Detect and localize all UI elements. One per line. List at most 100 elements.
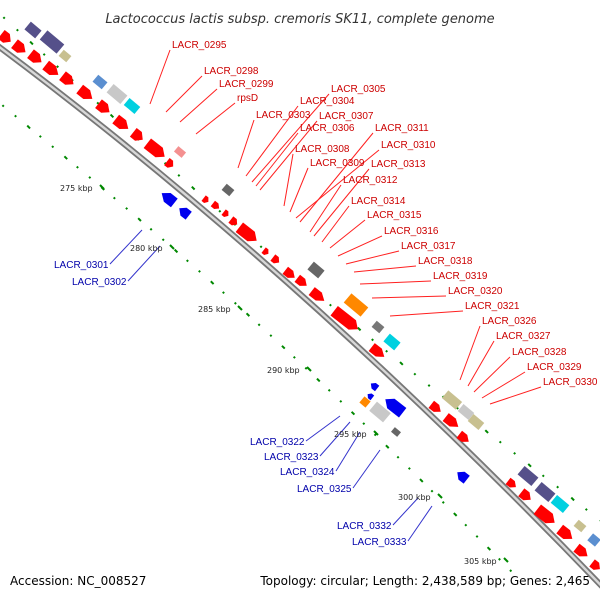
gc-dot — [385, 444, 390, 449]
scale-tick-mark — [437, 493, 443, 499]
forward-gene-arrow — [573, 543, 588, 557]
leader-line — [165, 75, 203, 113]
forward-gene-arrow — [129, 127, 143, 141]
gc-dot — [373, 433, 377, 437]
gene-label: LACR_0306 — [300, 123, 355, 134]
leader-line — [251, 93, 330, 183]
gc-dot — [498, 557, 501, 561]
leader-line — [259, 120, 318, 191]
gene-label: LACR_0309 — [310, 158, 365, 169]
scale-tick-mark — [99, 184, 105, 190]
accession-text: Accession: NC_008527 — [10, 574, 146, 588]
scale-tick-mark — [306, 366, 312, 372]
forward-labels: LACR_0295LACR_0298LACR_0299rpsDLACR_0303… — [172, 40, 598, 388]
cog-block — [123, 98, 141, 114]
gene-label: LACR_0333 — [352, 537, 407, 548]
leader-line — [319, 421, 351, 457]
forward-gene-arrow — [143, 138, 165, 158]
leader-line — [237, 119, 255, 169]
leader-line — [459, 325, 481, 381]
leader-line — [389, 310, 464, 317]
gc-dot — [259, 245, 263, 249]
gc-dot — [350, 411, 356, 416]
gc-dot — [109, 113, 115, 119]
reverse-labels: LACR_0301LACR_0302LACR_0322LACR_0323LACR… — [54, 260, 407, 548]
gene-label: LACR_0324 — [280, 467, 335, 478]
gc-dot — [88, 176, 92, 179]
gc-dot — [16, 28, 19, 32]
leader-line — [392, 497, 419, 526]
leader-line — [467, 340, 495, 387]
gene-label: LACR_0313 — [371, 159, 426, 170]
gene-label: LACR_0303 — [256, 110, 311, 121]
gc-dot — [125, 207, 129, 210]
gc-dot — [453, 512, 458, 517]
forward-gene-arrow — [270, 254, 280, 264]
leader-line — [489, 386, 542, 405]
gc-dot — [357, 326, 362, 332]
gc-dot — [96, 101, 100, 105]
gc-dot — [441, 501, 445, 504]
forward-gene-arrow — [164, 157, 174, 168]
genome-backbone — [0, 43, 600, 589]
leader-line — [305, 415, 341, 442]
forward-gene-arrow — [112, 114, 129, 129]
leader-line — [309, 184, 342, 233]
forward-gene-arrow — [0, 29, 11, 43]
gc-dot — [541, 474, 545, 478]
reverse-gene-arrow — [367, 393, 375, 401]
gc-dot — [316, 377, 321, 383]
gc-dot — [191, 186, 196, 191]
label-leaders — [109, 49, 542, 542]
gc-dot — [173, 248, 179, 254]
gene-label: LACR_0314 — [351, 196, 406, 207]
gc-dot — [51, 145, 55, 149]
leader-line — [289, 167, 309, 213]
cog-block — [467, 414, 485, 430]
forward-gene-arrow — [11, 39, 26, 53]
gene-label: LACR_0301 — [54, 260, 109, 271]
cog-block — [517, 466, 539, 486]
forward-gene-arrow — [518, 488, 531, 501]
gene-label: LACR_0302 — [72, 277, 127, 288]
cog-block — [359, 396, 371, 408]
gene-label: LACR_0330 — [543, 377, 598, 388]
cog-block — [106, 84, 128, 104]
gene-label: LACR_0321 — [465, 301, 520, 312]
forward-gene-arrow — [308, 287, 325, 301]
gc-dot — [371, 338, 374, 342]
leader-line — [335, 431, 361, 472]
gc-dot — [419, 478, 424, 483]
gc-dot — [486, 546, 492, 551]
gc-dot — [186, 259, 189, 263]
scale-tick-label: 280 kbp — [130, 244, 163, 253]
gc-dot — [198, 269, 201, 273]
gene-label: LACR_0329 — [527, 362, 582, 373]
leader-line — [295, 149, 380, 219]
gc-dot — [475, 535, 479, 538]
gc-dot — [26, 124, 31, 130]
gc-dot — [513, 451, 517, 455]
leader-line — [255, 132, 299, 187]
forward-gene-arrow — [201, 195, 209, 203]
reverse-gene-arrow — [457, 471, 470, 484]
gc-dot — [14, 114, 17, 118]
gc-dot — [161, 238, 165, 242]
gc-dot — [112, 196, 116, 200]
leader-line — [313, 168, 370, 237]
gene-label: LACR_0308 — [295, 144, 350, 155]
gc-dot — [362, 422, 366, 426]
gc-dot — [218, 209, 222, 213]
scale-tick-label: 295 kbp — [334, 430, 367, 439]
gene-label: LACR_0315 — [367, 210, 422, 221]
gene-label: LACR_0320 — [448, 286, 503, 297]
scale-tick-label: 300 kbp — [398, 493, 431, 502]
gc-dot — [292, 355, 296, 359]
leader-line — [407, 505, 433, 542]
gc-dot — [399, 361, 404, 366]
gc-dot — [2, 16, 6, 20]
gene-label: LACR_0311 — [375, 123, 429, 134]
gc-dot — [570, 496, 575, 502]
scale-tick-mark — [237, 305, 243, 311]
